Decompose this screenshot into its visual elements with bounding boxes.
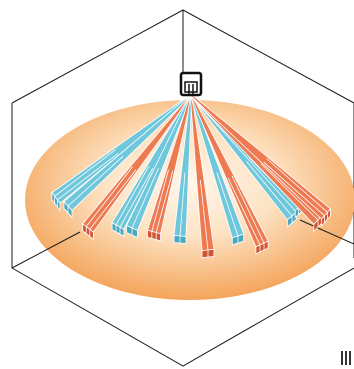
beam-segment-line bbox=[263, 161, 325, 216]
beam-segment-line bbox=[260, 163, 319, 221]
beam-segment-line bbox=[85, 166, 133, 227]
beam-segment-line bbox=[57, 153, 119, 201]
beam-segment-line bbox=[119, 167, 154, 228]
detection-beams bbox=[51, 93, 332, 259]
pause-icon bbox=[341, 351, 351, 365]
beam-segment-line bbox=[199, 180, 209, 251]
beam-segment-line bbox=[227, 177, 261, 246]
floor-front-edges bbox=[11, 267, 354, 367]
beam-segment-line bbox=[151, 169, 169, 232]
beam-segment-line bbox=[54, 149, 116, 197]
detection-beam bbox=[51, 93, 193, 212]
beam-segment-line bbox=[89, 169, 137, 230]
beam-segment-line bbox=[131, 167, 159, 229]
beam-segment-line bbox=[115, 165, 150, 226]
beam-segment-line bbox=[155, 170, 174, 233]
beam-segment-line bbox=[179, 172, 186, 237]
detection-beam bbox=[82, 93, 193, 240]
floor-right-line bbox=[299, 219, 354, 245]
beam-segment-line bbox=[216, 172, 239, 237]
beam-segment-line bbox=[266, 158, 328, 213]
ceiling-sensor-icon bbox=[179, 71, 203, 97]
floor-left-line bbox=[11, 231, 81, 269]
beam-segment-line bbox=[246, 161, 293, 217]
coverage-area-ellipse bbox=[25, 100, 354, 300]
floor-corner-lines bbox=[11, 219, 354, 269]
detection-beam bbox=[189, 94, 245, 246]
beam-segment-line bbox=[231, 175, 265, 244]
beam-segment-line bbox=[67, 155, 124, 207]
room-outline bbox=[11, 9, 354, 367]
